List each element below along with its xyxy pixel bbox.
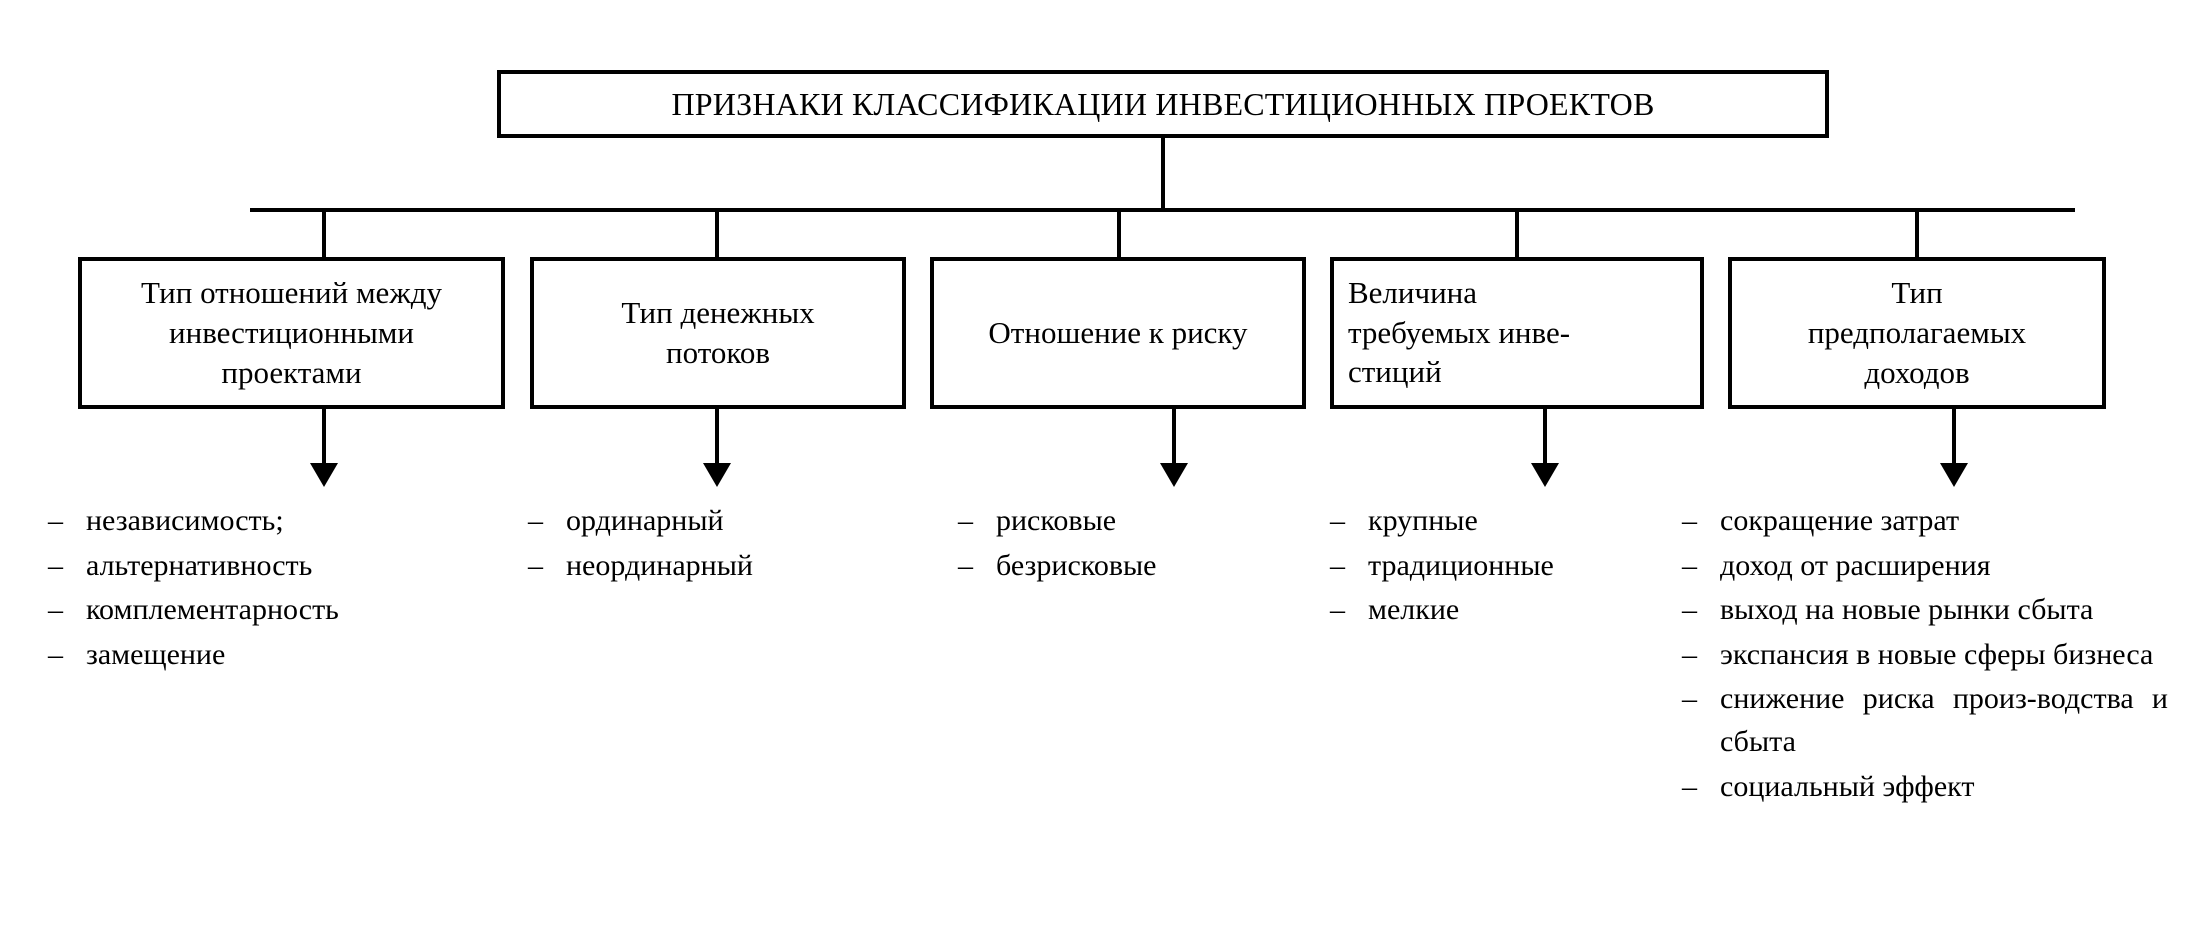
bullet-text: безрисковые: [996, 548, 1157, 582]
arrow-head-3: [1160, 463, 1188, 487]
bullet-text: неординарный: [566, 548, 753, 582]
list-item: – альтернативность: [48, 545, 488, 588]
bullet-dash: –: [1682, 637, 1697, 671]
bullet-dash: –: [528, 504, 543, 537]
bullet-text: альтернативность: [86, 548, 313, 582]
bullet-dash: –: [1682, 593, 1697, 627]
bullet-dash: –: [958, 548, 973, 582]
bullet-dash: –: [1682, 769, 1697, 803]
bullet-dash: –: [528, 548, 543, 582]
bullet-text: рисковые: [996, 504, 1117, 537]
bullet-text: сокращение затрат: [1720, 504, 1960, 537]
root-node: ПРИЗНАКИ КЛАССИФИКАЦИИ ИНВЕСТИЦИОННЫХ ПР…: [497, 70, 1829, 138]
arrow-stem-4: [1543, 409, 1547, 469]
branch-node-risk: Отношение к риску: [930, 257, 1306, 409]
bullet-list-risk: – рисковые – безрисковые: [958, 500, 1308, 589]
branch-node-relations: Тип отношений между инвестиционными прое…: [78, 257, 505, 409]
list-item: – ординарный: [528, 500, 898, 543]
connector-drop-2: [715, 208, 719, 261]
branch-node-income-type-label: Тип предполагаемых доходов: [1807, 275, 2027, 390]
bullet-text: ординарный: [566, 504, 724, 537]
bullet-text: мелкие: [1368, 593, 1460, 627]
bullet-text: доход от расширения: [1720, 548, 1991, 582]
bullet-dash: –: [48, 504, 63, 537]
bullet-list-income-type: – сокращение затрат – доход от расширени…: [1682, 500, 2168, 810]
branch-node-investment-size-label: Величина требуемых инве- стиций: [1348, 275, 1571, 390]
bullet-dash: –: [1682, 682, 1697, 716]
branch-node-cashflows-label: Тип денежных потоков: [621, 295, 815, 370]
bullet-dash: –: [1330, 548, 1345, 582]
bullet-text: снижение риска произ-водства и сбыта: [1720, 682, 2168, 758]
list-item: – сокращение затрат: [1682, 500, 2168, 543]
list-item: – экспансия в новые сферы бизнеса: [1682, 634, 2168, 677]
list-item: – снижение риска произ-водства и сбыта: [1682, 678, 2168, 763]
list-item: – замещение: [48, 634, 488, 677]
list-item: – традиционные: [1330, 545, 1670, 588]
bullet-text: комплементарность: [86, 593, 339, 627]
list-item: – мелкие: [1330, 589, 1670, 632]
bullet-text: замещение: [86, 637, 226, 671]
list-item: – рисковые: [958, 500, 1308, 543]
connector-drop-1: [322, 208, 326, 261]
arrow-head-2: [703, 463, 731, 487]
bullet-dash: –: [48, 548, 63, 582]
bullet-text: крупные: [1368, 504, 1478, 537]
arrow-head-4: [1531, 463, 1559, 487]
branch-node-risk-label: Отношение к риску: [988, 315, 1248, 351]
bullet-dash: –: [48, 637, 63, 671]
bullet-dash: –: [1682, 504, 1697, 537]
arrow-stem-3: [1172, 409, 1176, 469]
bullet-text: экспансия в новые сферы бизнеса: [1720, 637, 2154, 671]
bullet-dash: –: [958, 504, 973, 537]
branch-node-relations-label: Тип отношений между инвестиционными прое…: [140, 275, 443, 390]
bullet-text: выход на новые рынки сбыта: [1720, 593, 2094, 627]
connector-drop-5: [1915, 208, 1919, 261]
arrow-head-1: [310, 463, 338, 487]
list-item: – доход от расширения: [1682, 545, 2168, 588]
bullet-list-investment-size: – крупные – традиционные – мелкие: [1330, 500, 1670, 634]
list-item: – независимость;: [48, 500, 488, 543]
branch-node-cashflows: Тип денежных потоков: [530, 257, 906, 409]
bullet-text: социальный эффект: [1720, 769, 1975, 803]
bullet-dash: –: [1330, 593, 1345, 627]
bullet-dash: –: [1330, 504, 1345, 537]
bullet-list-cashflows: – ординарный – неординарный: [528, 500, 898, 589]
connector-drop-3: [1117, 208, 1121, 261]
connector-drop-4: [1515, 208, 1519, 261]
branch-node-income-type: Тип предполагаемых доходов: [1728, 257, 2106, 409]
list-item: – безрисковые: [958, 545, 1308, 588]
bullet-list-relations: – независимость; – альтернативность – ко…: [48, 500, 488, 678]
root-drop-line: [1161, 138, 1165, 212]
branch-node-investment-size: Величина требуемых инве- стиций: [1330, 257, 1704, 409]
arrow-stem-2: [715, 409, 719, 469]
bullet-dash: –: [48, 593, 63, 627]
list-item: – крупные: [1330, 500, 1670, 543]
arrow-head-5: [1940, 463, 1968, 487]
root-node-label: ПРИЗНАКИ КЛАССИФИКАЦИИ ИНВЕСТИЦИОННЫХ ПР…: [671, 85, 1655, 122]
list-item: – социальный эффект: [1682, 766, 2168, 809]
bullet-text: традиционные: [1368, 548, 1554, 582]
list-item: – неординарный: [528, 545, 898, 588]
arrow-stem-1: [322, 409, 326, 469]
arrow-stem-5: [1952, 409, 1956, 469]
list-item: – комплементарность: [48, 589, 488, 632]
bullet-dash: –: [1682, 548, 1697, 582]
list-item: – выход на новые рынки сбыта: [1682, 589, 2168, 632]
bullet-text: независимость;: [86, 504, 284, 537]
distribution-bus-line: [250, 208, 2075, 212]
